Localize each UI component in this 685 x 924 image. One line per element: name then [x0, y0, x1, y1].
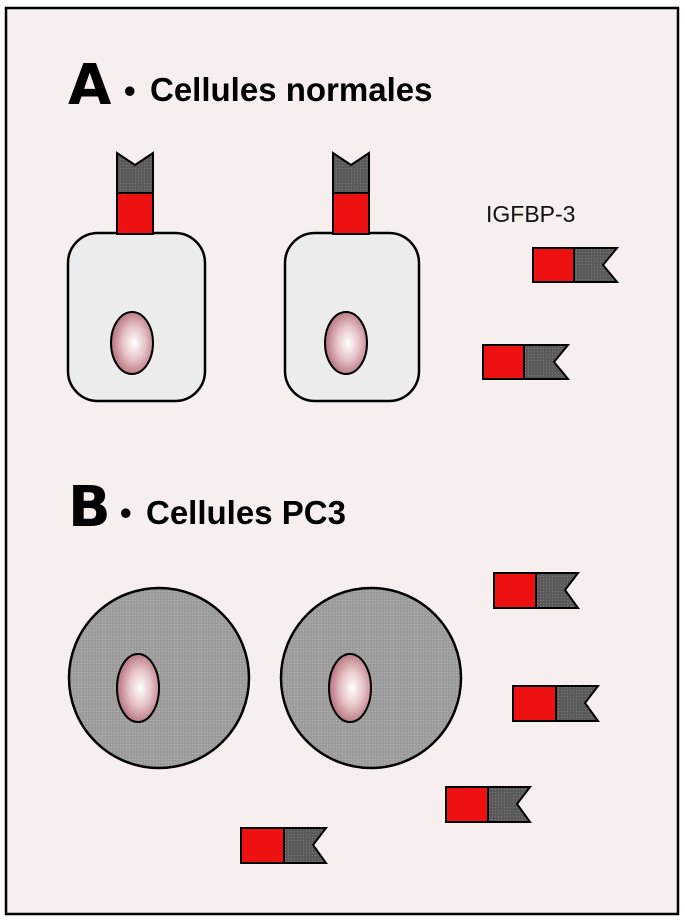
normal-cell-1	[66, 151, 207, 403]
pc3-cell-1	[67, 586, 251, 770]
normal-cell-1-bound-igfbp3	[116, 151, 154, 235]
free-igfbp3-gray-block	[573, 247, 620, 283]
panel-b-bullet: •	[120, 494, 132, 531]
panel-b-title: Cellules PC3	[146, 494, 346, 531]
panel-a-letter: A	[68, 53, 112, 118]
free-igfbp3-gray-block	[523, 344, 571, 380]
figure-frame	[4, 6, 680, 916]
free-igfbp3-red-block	[445, 786, 489, 823]
normal-cell-2-nucleus	[324, 311, 368, 375]
free-igfbp3-b3	[445, 786, 533, 823]
pc3-cell-1-nucleus	[116, 653, 160, 723]
bound-igfbp3-red-block	[332, 192, 370, 235]
free-igfbp3-b4	[240, 827, 329, 864]
free-igfbp3-red-block	[482, 344, 525, 380]
normal-cell-2	[283, 151, 421, 403]
pc3-cell-2-nucleus	[328, 653, 372, 723]
bound-igfbp3-gray-block	[116, 151, 154, 194]
free-igfbp3-red-block	[512, 685, 557, 722]
free-igfbp3-red-block	[240, 827, 285, 864]
free-igfbp3-a2	[482, 344, 571, 380]
free-igfbp3-gray-block	[487, 786, 533, 823]
igfbp3-label: IGFBP-3	[486, 201, 575, 227]
free-igfbp3-gray-block	[555, 685, 601, 722]
normal-cell-1-nucleus	[110, 311, 154, 375]
pc3-cell-2	[279, 586, 463, 770]
panel-a-title: Cellules normales	[150, 71, 432, 108]
free-igfbp3-red-block	[493, 572, 537, 609]
free-igfbp3-b1	[493, 572, 581, 609]
free-igfbp3-gray-block	[535, 572, 581, 609]
bound-igfbp3-gray-block	[332, 151, 370, 194]
free-igfbp3-b2	[512, 685, 601, 722]
normal-cell-2-bound-igfbp3	[332, 151, 370, 235]
panel-a-bullet: •	[124, 72, 136, 109]
free-igfbp3-a1	[532, 247, 620, 283]
panel-b-letter: B	[68, 475, 111, 540]
free-igfbp3-red-block	[532, 247, 575, 283]
free-igfbp3-gray-block	[283, 827, 329, 864]
bound-igfbp3-red-block	[116, 192, 154, 235]
